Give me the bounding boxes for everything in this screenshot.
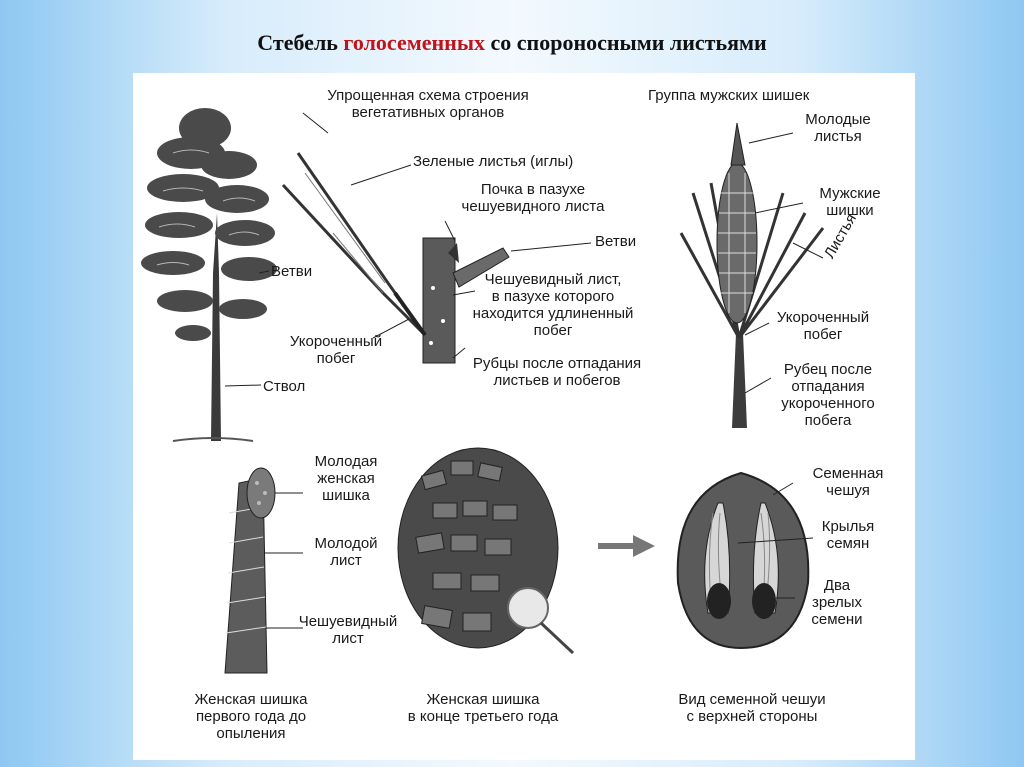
label-female-cone-first: Женская шишка первого года до опыления <box>181 691 321 742</box>
label-scale-leaf: Чешуевидный лист <box>293 613 403 647</box>
label-female-cone-third: Женская шишка в конце третьего года <box>383 691 583 725</box>
label-scale-leaf-long: Чешуевидный лист, в пазухе которого нахо… <box>453 271 653 339</box>
pointer-trunk <box>225 385 261 386</box>
label-young-leaf: Молодой лист <box>301 535 391 569</box>
title-part-2: со спороносными листьями <box>485 30 767 55</box>
label-young-leaves: Молодые листья <box>793 111 883 145</box>
label-green-leaves: Зеленые листья (иглы) <box>413 153 633 170</box>
slide-title: Стебель голосеменных со спороносными лис… <box>0 30 1024 56</box>
label-young-female-cone: Молодая женская шишка <box>301 453 391 504</box>
title-accent: голосеменных <box>343 30 485 55</box>
botany-figure: Упрощенная схема строения вегетативных о… <box>133 73 915 760</box>
label-scars: Рубцы после отпадания листьев и побегов <box>457 355 657 389</box>
label-branches-scheme: Ветви <box>595 233 655 250</box>
label-branches-tree: Ветви <box>271 263 331 280</box>
label-trunk: Ствол <box>263 378 323 395</box>
mature-cone-icon <box>398 448 573 653</box>
label-shortened-shoot-right: Укороченный побег <box>763 309 883 343</box>
young-female-cone-icon <box>225 468 275 673</box>
label-seed-scale: Семенная чешуя <box>793 465 903 499</box>
pine-tree-icon <box>141 108 277 441</box>
arrow-right-icon <box>598 535 655 557</box>
young-cone-pointers <box>265 493 303 628</box>
seed-scale-icon <box>678 473 809 648</box>
label-seed-wings: Крылья семян <box>803 518 893 552</box>
label-two-seeds: Два зрелых семени <box>797 577 877 628</box>
label-scar-right: Рубец после отпадания укороченного побег… <box>773 361 883 429</box>
title-part-1: Стебель <box>257 30 343 55</box>
label-male-cones-group: Группа мужских шишек <box>648 87 888 104</box>
label-shortened-shoot-left: Укороченный побег <box>281 333 391 367</box>
label-scale-top-view: Вид семенной чешуи с верхней стороны <box>657 691 847 725</box>
label-bud: Почка в пазухе чешуевидного листа <box>433 181 633 215</box>
label-scheme-title: Упрощенная схема строения вегетативных о… <box>283 87 573 121</box>
